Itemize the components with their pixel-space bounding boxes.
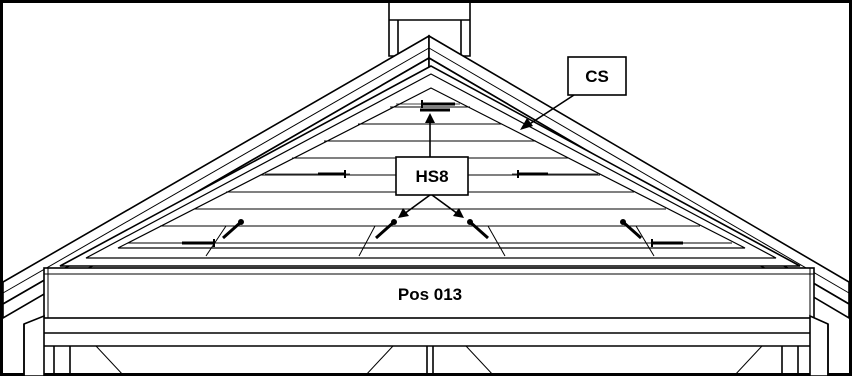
lower-structure: [23, 314, 829, 376]
hs8-arrow-left-head: [398, 208, 409, 218]
hs8-callout-label: HS8: [415, 167, 448, 186]
screw-mid-left: [265, 170, 350, 178]
hs8-screw-2: [375, 219, 397, 240]
cs-callout: CS: [520, 56, 627, 130]
cs-arrow-line: [524, 94, 575, 128]
screw-top: [396, 100, 460, 112]
board-joints: [205, 225, 655, 257]
beam-label: Pos 013: [398, 285, 462, 304]
hs8-callout-box: [395, 156, 469, 196]
horizontal-screws: [135, 100, 730, 247]
screw-low-right: [638, 239, 730, 247]
beam: [43, 267, 815, 319]
hs8-arrow-up-head: [425, 113, 435, 123]
hs8-screw-1: [222, 219, 244, 240]
diagonal-screws: [222, 219, 642, 240]
hs8-arrow-left-line: [403, 194, 431, 215]
cs-callout-box: [567, 56, 627, 96]
ridge-post: [388, 3, 471, 57]
hs8-arrow-right-line: [431, 194, 459, 215]
hs8-callout: HS8: [395, 113, 469, 218]
hs8-screw-3: [467, 219, 489, 240]
screw-mid-right: [512, 170, 598, 178]
cs-arrow-head: [520, 118, 533, 130]
hs8-screw-4: [620, 219, 642, 240]
cs-callout-label: CS: [585, 67, 609, 86]
hs8-arrow-right-head: [453, 208, 464, 218]
screw-low-left: [135, 239, 225, 247]
